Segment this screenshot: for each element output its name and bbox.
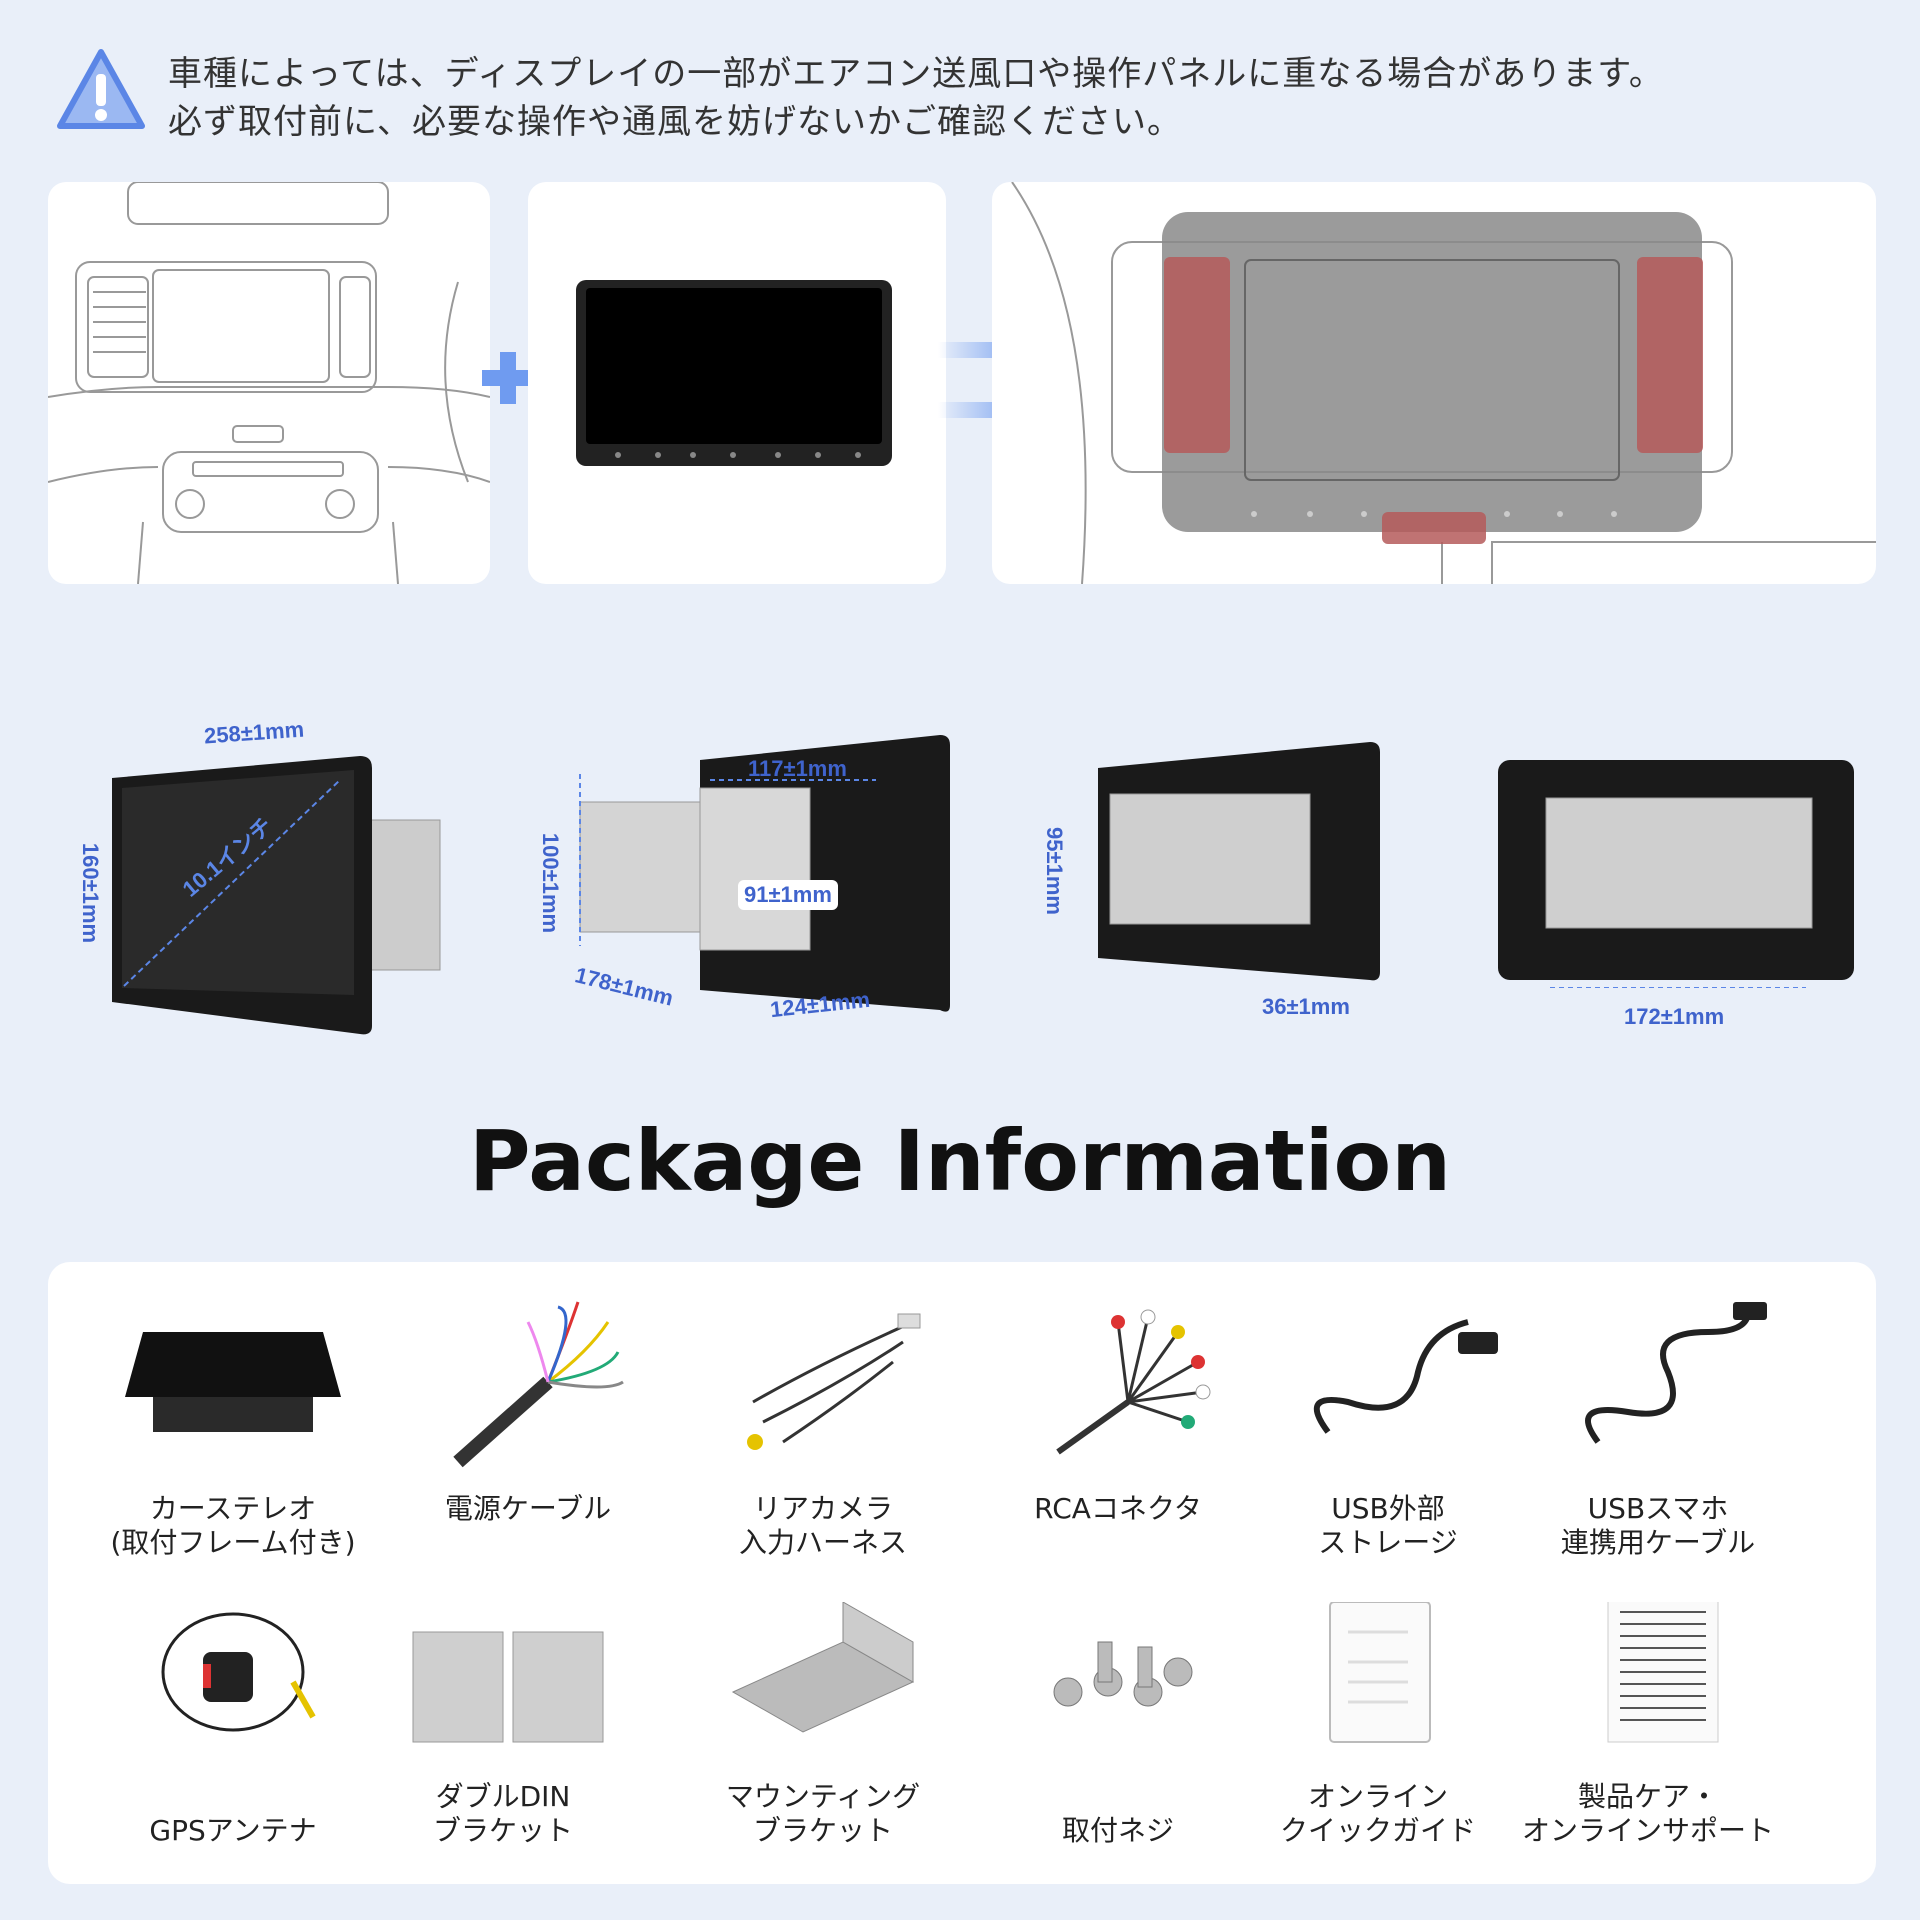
- usb-storage-cable-icon: [1313, 1319, 1498, 1434]
- package-item-power-cable: 電源ケーブル: [383, 1292, 673, 1525]
- dim-height-label: 160±1mm: [78, 842, 104, 944]
- car-stereo-icon: [125, 1332, 341, 1432]
- warning-banner: 車種によっては、ディスプレイの一部がエアコン送風口や操作パネルに重なる場合があり…: [56, 44, 1856, 144]
- dim-frame-width-label: 117±1mm: [748, 756, 847, 781]
- rca-connector-icon: [1056, 1309, 1211, 1455]
- usb-phone-cable-icon: [1585, 1302, 1767, 1444]
- screws-icon: [1053, 1641, 1193, 1707]
- stereo-front-drawing: [576, 280, 892, 466]
- item-label: ダブルDIN ブラケット: [432, 1780, 573, 1847]
- dim-body-height-label: 95±1mm: [1041, 827, 1067, 915]
- package-item-double-din-bracket: ダブルDIN ブラケット: [358, 1602, 648, 1847]
- warning-text: 車種によっては、ディスプレイの一部がエアコン送風口や操作パネルに重なる場合があり…: [168, 50, 1664, 146]
- item-label: 電源ケーブル: [444, 1492, 612, 1525]
- power-cable-icon: [453, 1301, 624, 1468]
- warning-line-1: 車種によっては、ディスプレイの一部がエアコン送風口や操作パネルに重なる場合があり…: [168, 54, 1664, 94]
- package-item-product-care: 製品ケア・ オンラインサポート: [1503, 1602, 1793, 1847]
- overlay-illustration: [992, 182, 1876, 584]
- gps-antenna-icon: [161, 1612, 316, 1732]
- package-item-usb-storage: USB外部 ストレージ: [1243, 1292, 1533, 1559]
- item-label: RCAコネクタ: [1034, 1492, 1202, 1525]
- rear-camera-harness-icon: [747, 1313, 921, 1450]
- dim-thickness-label: 36±1mm: [1262, 994, 1350, 1019]
- stereo-dimension-side: [1098, 742, 1380, 981]
- stereo-dimension-rear: [1498, 760, 1854, 988]
- warning-triangle-icon: [57, 49, 145, 129]
- warning-line-2: 必ず取付前に、必要な操作や通風を妨げないかご確認ください。: [168, 102, 1182, 142]
- package-contents: カーステレオ (取付フレーム付き) 電源ケーブル リアカメラ 入力ハーネス: [48, 1262, 1876, 1884]
- item-label: オンライン クイックガイド: [1279, 1780, 1476, 1847]
- stereo-front-view: [528, 182, 946, 584]
- item-label: マウンティング ブラケット: [725, 1780, 921, 1847]
- item-label: カーステレオ (取付フレーム付き): [110, 1492, 356, 1559]
- package-item-gps-antenna: GPSアンテナ: [88, 1602, 378, 1847]
- item-label: 取付ネジ: [1061, 1814, 1174, 1847]
- stereo-dimension-frame: [579, 735, 950, 1012]
- stereo-dimension-front: [112, 756, 441, 1035]
- quick-guide-icon: [1329, 1602, 1431, 1743]
- dim-frame-height-label: 100±1mm: [538, 832, 564, 934]
- package-item-rear-camera-harness: リアカメラ 入力ハーネス: [678, 1292, 968, 1559]
- package-item-screws: 取付ネジ: [973, 1602, 1263, 1847]
- item-label: USB外部 ストレージ: [1318, 1492, 1458, 1559]
- package-item-mounting-bracket: マウンティング ブラケット: [678, 1602, 968, 1847]
- package-title: Package Information: [468, 1112, 1452, 1210]
- overlay-drawing: [1011, 182, 1876, 584]
- product-care-icon: [1607, 1602, 1719, 1743]
- dashboard-drawing: [48, 182, 490, 584]
- package-item-rca-connector: RCAコネクタ: [973, 1292, 1263, 1525]
- dashboard-illustration: [48, 182, 490, 584]
- plus-icon: [478, 348, 538, 408]
- double-din-bracket-icon: [412, 1631, 604, 1743]
- item-label: USBスマホ 連携用ケーブル: [1560, 1492, 1756, 1559]
- dim-frame-inner-label: 91±1mm: [738, 880, 838, 910]
- item-label: GPSアンテナ: [149, 1814, 317, 1847]
- package-item-quick-guide: オンライン クイックガイド: [1233, 1602, 1523, 1847]
- item-label: 製品ケア・ オンラインサポート: [1521, 1780, 1774, 1847]
- dim-body-width-label: 172±1mm: [1624, 1004, 1725, 1029]
- package-item-usb-phone-cable: USBスマホ 連携用ケーブル: [1513, 1292, 1803, 1559]
- item-label: リアカメラ 入力ハーネス: [738, 1492, 907, 1559]
- package-item-car-stereo: カーステレオ (取付フレーム付き): [88, 1292, 378, 1559]
- mounting-bracket-icon: [731, 1602, 915, 1733]
